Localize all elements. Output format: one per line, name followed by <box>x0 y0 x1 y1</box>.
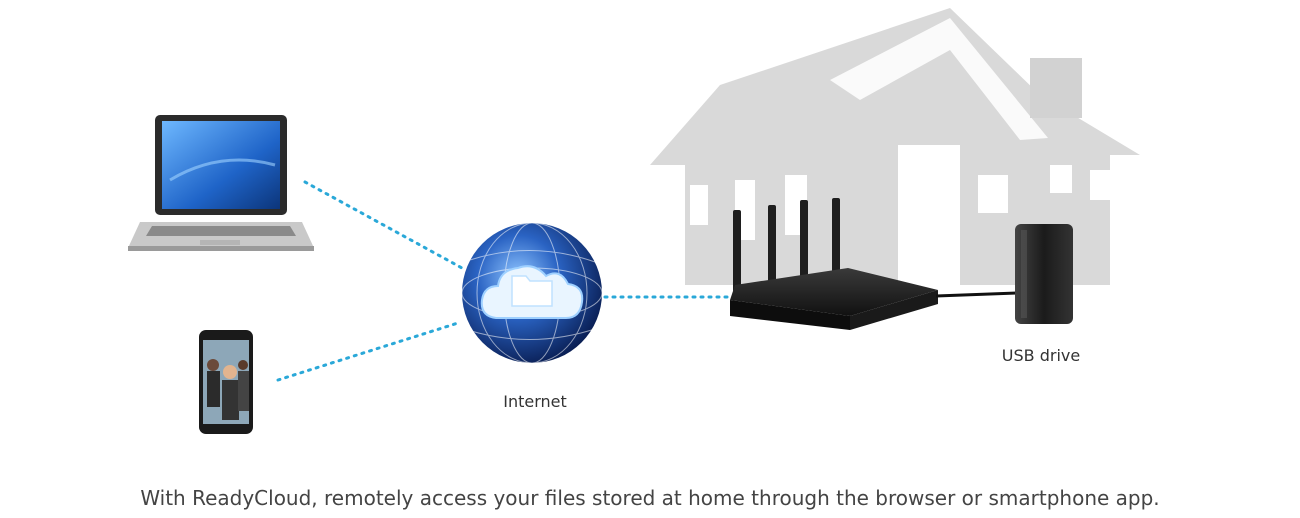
usb-drive-label: USB drive <box>1001 346 1081 365</box>
caption: With ReadyCloud, remotely access your fi… <box>140 486 1160 510</box>
internet-label: Internet <box>503 392 567 411</box>
cloud-globe-icon <box>461 222 603 364</box>
dotted-links <box>276 180 732 382</box>
router-icon <box>730 198 938 330</box>
link-phone-internet <box>276 321 460 382</box>
laptop-icon <box>128 115 314 251</box>
usb-cable <box>935 291 1019 298</box>
usb-drive-icon <box>1015 224 1073 324</box>
smartphone-icon <box>199 330 253 434</box>
link-laptop-internet <box>303 180 464 270</box>
